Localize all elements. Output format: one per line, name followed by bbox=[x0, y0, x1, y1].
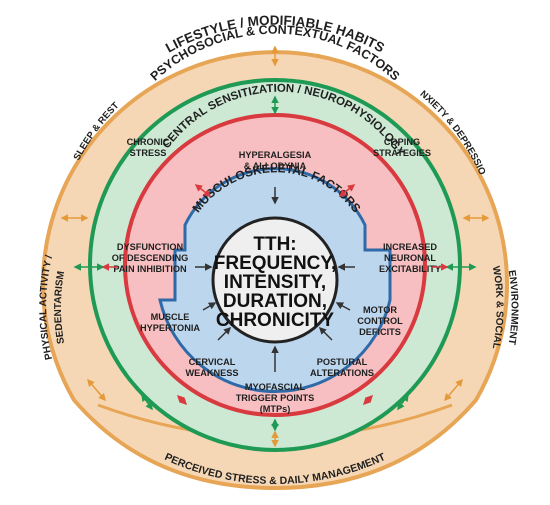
arrow-dark-motor bbox=[335, 302, 351, 311]
red-arrows bbox=[101, 184, 449, 406]
arrow-red-bottom-right bbox=[362, 394, 374, 406]
arrow-dark-bottom-right bbox=[318, 326, 333, 341]
arrow-dark-hypertonia bbox=[202, 302, 217, 311]
core-outcome-text: TTH:FREQUENCY,INTENSITY,DURATION,CHRONIC… bbox=[214, 234, 336, 331]
work-social-label-1: WORK & SOCIAL bbox=[490, 265, 505, 350]
physical-activity-label-2: SEDENTARISM bbox=[53, 270, 67, 344]
arrow-orange-left-bottom bbox=[87, 378, 106, 402]
arrow-orange-right-bottom bbox=[444, 378, 463, 402]
arrow-green-bottom-left bbox=[141, 393, 153, 411]
arrow-red-bottom-left bbox=[176, 394, 188, 406]
work-social-label-2: ENVIRONMENT bbox=[506, 269, 520, 345]
green-arrows bbox=[73, 95, 477, 432]
orange-arrows bbox=[60, 45, 490, 448]
core-outcome-circle bbox=[211, 216, 339, 344]
arrow-red-top-right bbox=[338, 184, 356, 197]
arrow-red-top-left bbox=[194, 184, 212, 197]
arrow-green-bottom-right bbox=[397, 393, 409, 411]
hyperalgesia-label: HYPERALGESIA& ALLODYNIA bbox=[239, 150, 312, 171]
arrow-dark-bottom-left bbox=[217, 326, 232, 341]
dark-arrows bbox=[195, 187, 355, 372]
